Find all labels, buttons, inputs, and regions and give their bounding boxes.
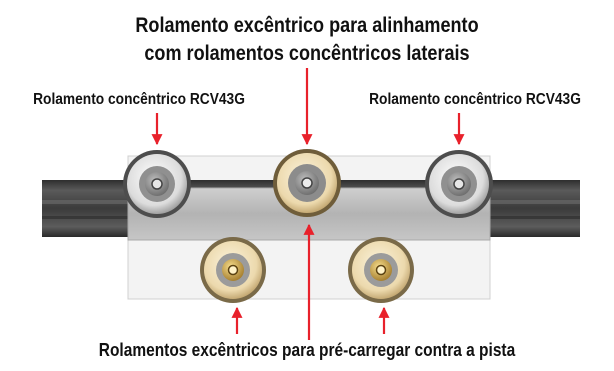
diagram-title: Rolamento excêntrico para alinhamento co…: [43, 12, 571, 68]
eccentric-bearing-top: [273, 149, 341, 217]
eccentric-bearing-bottom-right: [348, 237, 414, 303]
title-line-2: com rolamentos concêntricos laterais: [144, 42, 470, 65]
right-concentric-label: Rolamento concêntrico RCV43G: [369, 91, 581, 108]
left-concentric-label: Rolamento concêntrico RCV43G: [33, 91, 245, 108]
title-line-1: Rolamento excêntrico para alinhamento: [135, 14, 479, 37]
eccentric-bearing-bottom-left: [200, 237, 266, 303]
concentric-bearing-right: [425, 150, 493, 218]
eccentric-preload-label: Rolamentos excêntricos para pré-carregar…: [98, 340, 516, 360]
concentric-bearing-left: [123, 150, 191, 218]
